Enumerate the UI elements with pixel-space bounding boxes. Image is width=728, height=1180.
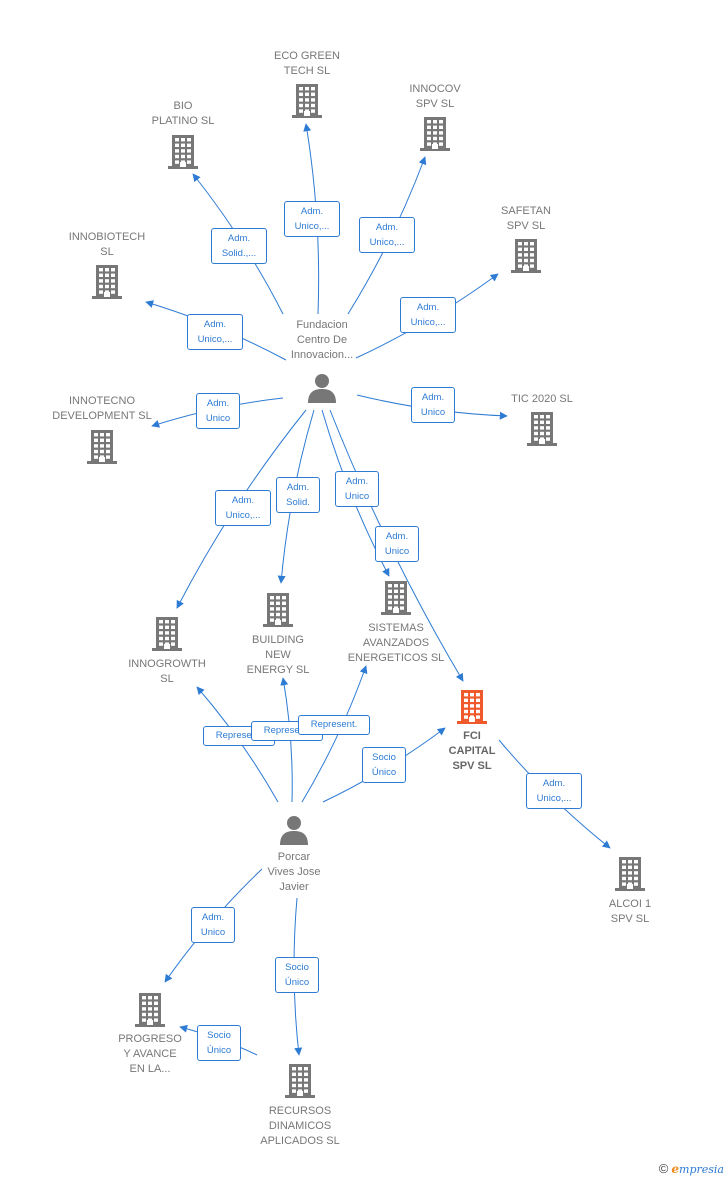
building-icon[interactable]: [420, 117, 450, 156]
node-label-fci[interactable]: FCI CAPITAL SPV SL: [448, 730, 496, 772]
edge-porcar-sistemas: [301, 665, 368, 803]
edge-label-porcar-progreso[interactable]: Adm. Unico: [191, 907, 235, 943]
node-label-tic[interactable]: TIC 2020 SL: [511, 393, 573, 405]
building-icon[interactable]: [87, 430, 117, 469]
building-icon[interactable]: [381, 581, 411, 620]
copyright-symbol: ©: [658, 1161, 669, 1176]
brand-name: mpresia: [679, 1163, 724, 1176]
edge-label-porcar-fci[interactable]: Socio Único: [362, 747, 406, 783]
node-label-building[interactable]: BUILDING NEW ENERGY SL: [246, 634, 310, 676]
building-icon[interactable]: [511, 239, 541, 278]
building-icon[interactable]: [92, 265, 122, 304]
edge-label-porcar-recursos[interactable]: Socio Único: [275, 957, 319, 993]
edge-label-recursos-progreso[interactable]: Socio Único: [197, 1025, 241, 1061]
edge-label-fundacion-innocov[interactable]: Adm. Unico,...: [359, 217, 415, 253]
brand-watermark: ©empresia: [659, 1161, 724, 1176]
building-icon[interactable]: [152, 617, 182, 656]
edge-label-fundacion-innotecno[interactable]: Adm. Unico: [196, 393, 240, 429]
edge-label-fundacion-building[interactable]: Adm. Solid.: [276, 477, 320, 513]
node-label-fundacion[interactable]: Fundacion Centro De Innovacion...: [290, 319, 354, 361]
building-icon[interactable]: [292, 84, 322, 123]
building-icon[interactable]: [263, 593, 293, 632]
person-icon[interactable]: [279, 815, 309, 850]
node-label-innotecno[interactable]: INNOTECNO DEVELOPMENT SL: [52, 395, 152, 422]
edge-label-fundacion-bio[interactable]: Adm. Solid.,...: [211, 228, 267, 264]
edge-label-fundacion-tic[interactable]: Adm. Unico: [411, 387, 455, 423]
edge-label-fundacion-innogrowth[interactable]: Adm. Unico,...: [215, 490, 271, 526]
edge-label-fundacion-safetan[interactable]: Adm. Unico,...: [400, 297, 456, 333]
edge-label-fundacion-eco[interactable]: Adm. Unico,...: [284, 201, 340, 237]
node-label-innobiotech[interactable]: INNOBIOTECH SL: [68, 231, 146, 258]
node-label-sistemas[interactable]: SISTEMAS AVANZADOS ENERGETICOS SL: [347, 622, 445, 664]
edge-label-fundacion-sistemas[interactable]: Adm. Unico: [335, 471, 379, 507]
node-label-porcar[interactable]: Porcar Vives Jose Javier: [267, 851, 321, 893]
building-icon[interactable]: [615, 857, 645, 896]
node-label-eco[interactable]: ECO GREEN TECH SL: [273, 50, 340, 77]
node-label-innogrowth[interactable]: INNOGROWTH SL: [128, 658, 206, 685]
building-icon[interactable]: [527, 412, 557, 451]
node-label-innocov[interactable]: INNOCOV SPV SL: [409, 83, 461, 110]
node-label-bio[interactable]: BIO PLATINO SL: [151, 100, 215, 127]
node-label-progreso[interactable]: PROGRESO Y AVANCE EN LA...: [118, 1033, 182, 1075]
building-icon[interactable]: [168, 135, 198, 174]
edge-label-fci-alcoi[interactable]: Adm. Unico,...: [526, 773, 582, 809]
person-icon[interactable]: [307, 373, 337, 408]
node-label-recursos[interactable]: RECURSOS DINAMICOS APLICADOS SL: [260, 1105, 340, 1147]
edge-label-porcar-sistemas[interactable]: Represent.: [298, 715, 370, 735]
building-icon[interactable]: [285, 1064, 315, 1103]
building-icon[interactable]: [457, 690, 487, 729]
brand-initial: e: [671, 1162, 680, 1176]
node-label-alcoi[interactable]: ALCOI 1 SPV SL: [608, 898, 652, 925]
node-label-safetan[interactable]: SAFETAN SPV SL: [501, 205, 551, 232]
building-icon[interactable]: [135, 993, 165, 1032]
edge-label-fundacion-innobiotech[interactable]: Adm. Unico,...: [187, 314, 243, 350]
edge-label-fundacion-fci[interactable]: Adm. Unico: [375, 526, 419, 562]
